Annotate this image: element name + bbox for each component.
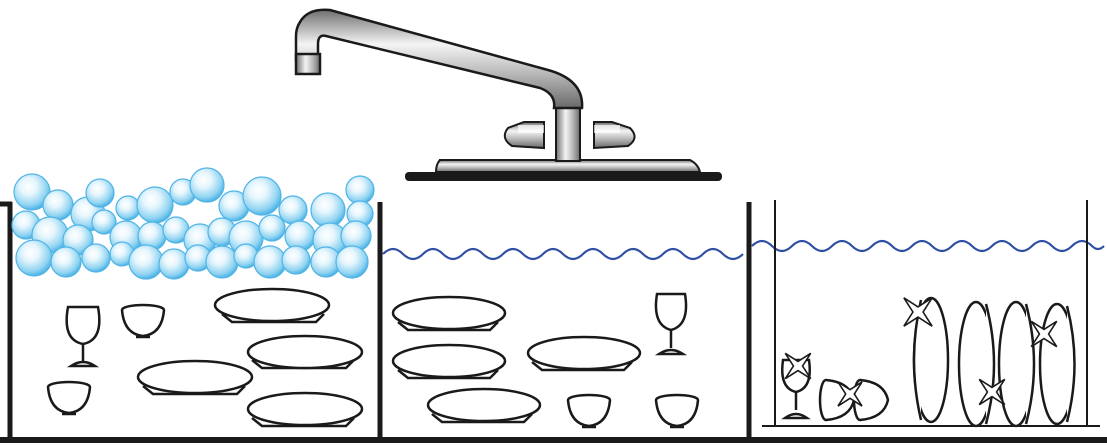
- bowl-icon: [120, 303, 166, 339]
- foam-bubble: [345, 175, 375, 205]
- foam-bubble: [281, 245, 311, 275]
- sparkle-icon: [1030, 320, 1058, 348]
- plate-icon: [426, 387, 542, 424]
- rinse-sink-dishes: [391, 292, 700, 429]
- sink-outline: [0, 201, 1107, 443]
- plate-icon: [213, 287, 331, 324]
- foam-bubble: [42, 189, 74, 221]
- sparkle-icon: [784, 352, 812, 380]
- plate-icon: [246, 391, 364, 428]
- plate-icon: [526, 335, 642, 372]
- plate-icon: [1038, 302, 1076, 426]
- soap-foam: [11, 167, 375, 280]
- sparkle-icon: [903, 297, 933, 327]
- plate-icon: [957, 300, 996, 428]
- foam-bubble: [136, 186, 174, 224]
- foam-bubble: [278, 195, 308, 225]
- sanitize-water-line: [751, 239, 1105, 253]
- sparkle-icons: [784, 297, 1058, 407]
- foam-bubble: [310, 192, 346, 228]
- sanitize-sink-dishes: [781, 296, 1076, 428]
- rinse-water-line: [382, 247, 744, 261]
- plate-icon: [391, 295, 507, 332]
- foam-bubble: [81, 243, 111, 273]
- foam-bubble: [85, 178, 115, 208]
- foam-bubble: [128, 244, 164, 280]
- foam-bubble: [205, 245, 239, 279]
- foam-bubble: [189, 167, 225, 203]
- foam-bubble: [242, 176, 282, 216]
- foam-bubble: [115, 195, 141, 221]
- dish-rack: [762, 200, 1100, 427]
- foam-bubble: [15, 239, 53, 277]
- faucet-icon: [294, 8, 722, 181]
- sparkle-icon: [837, 381, 863, 407]
- wine-glass-icon: [65, 305, 101, 368]
- plate-icon: [136, 359, 254, 396]
- plate-icon: [246, 334, 364, 370]
- wine-glass-icon: [654, 292, 688, 356]
- bowl-icon: [852, 378, 890, 422]
- foam-bubble: [253, 245, 287, 279]
- foam-bubble: [258, 214, 286, 242]
- bowl-icon: [566, 393, 612, 429]
- foam-bubble: [91, 209, 117, 235]
- foam-bubble: [335, 245, 369, 279]
- bowl-icon: [46, 380, 92, 416]
- plate-icon: [997, 300, 1036, 428]
- bowl-icon: [654, 393, 700, 429]
- wash-sink-dishes: [46, 287, 364, 428]
- plate-icon: [391, 343, 507, 380]
- plate-icon: [912, 296, 950, 424]
- bowl-icon: [818, 378, 856, 422]
- sparkle-icon: [978, 378, 1006, 406]
- foam-bubble: [50, 246, 82, 278]
- foam-bubble: [158, 248, 190, 280]
